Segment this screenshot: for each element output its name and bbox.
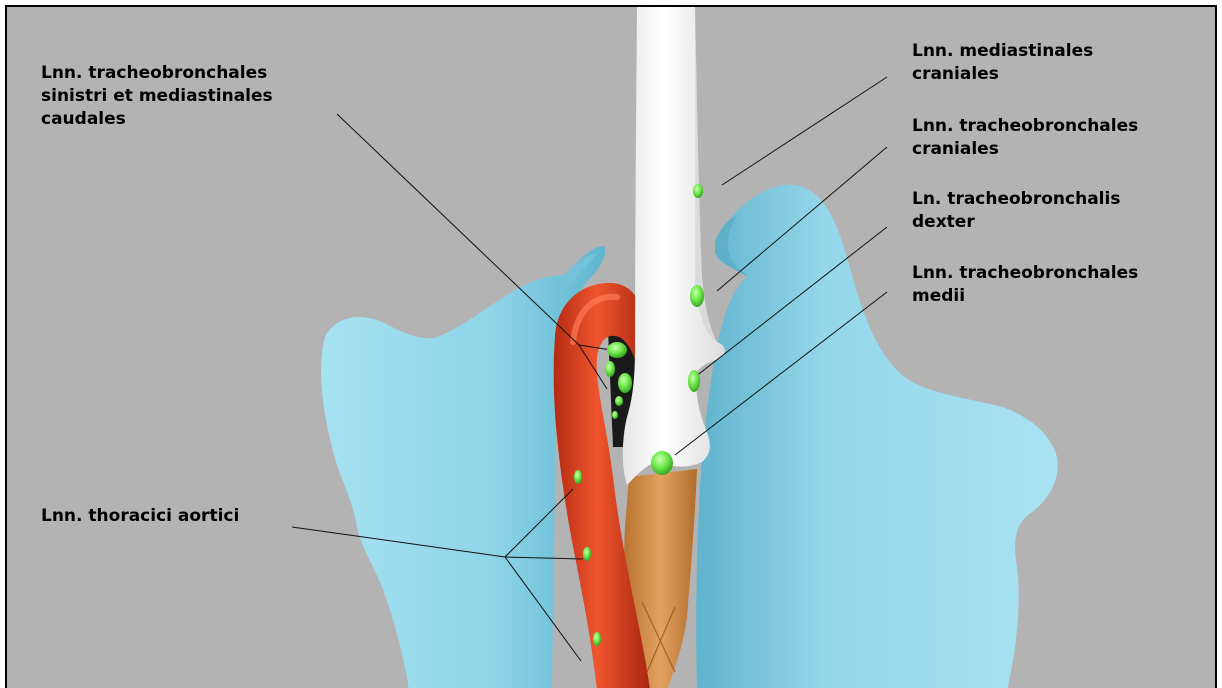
label-thoracici-aortici: Lnn. thoracici aortici [41, 505, 239, 528]
diagram-frame: Lnn. tracheobronchales sinistri et media… [5, 5, 1217, 688]
lymph-node [574, 470, 582, 484]
label-tb-sinistri-mediastinales-caudales: Lnn. tracheobronchales sinistri et media… [41, 62, 273, 131]
lymph-node [605, 361, 615, 377]
lymph-node [583, 547, 591, 561]
label-mediastinales-craniales: Lnn. mediastinales craniales [912, 40, 1093, 86]
lymph-node [612, 411, 618, 419]
lymph-node [688, 370, 700, 392]
label-tb-medii: Lnn. tracheobronchales medii [912, 262, 1138, 308]
label-tb-craniales: Lnn. tracheobronchales craniales [912, 115, 1138, 161]
lymph-node [618, 373, 632, 393]
lymph-node [593, 632, 601, 646]
right-lung [696, 185, 1057, 688]
lymph-node [690, 285, 704, 307]
label-tb-dexter: Ln. tracheobronchalis dexter [912, 188, 1120, 234]
lymph-node [693, 184, 703, 198]
leader-line-mediastinales-craniales [722, 77, 887, 185]
lymph-node [651, 451, 673, 475]
lymph-node [615, 396, 623, 406]
leader-line-tb-sinistri-a [337, 114, 579, 345]
lymph-node [607, 342, 627, 358]
